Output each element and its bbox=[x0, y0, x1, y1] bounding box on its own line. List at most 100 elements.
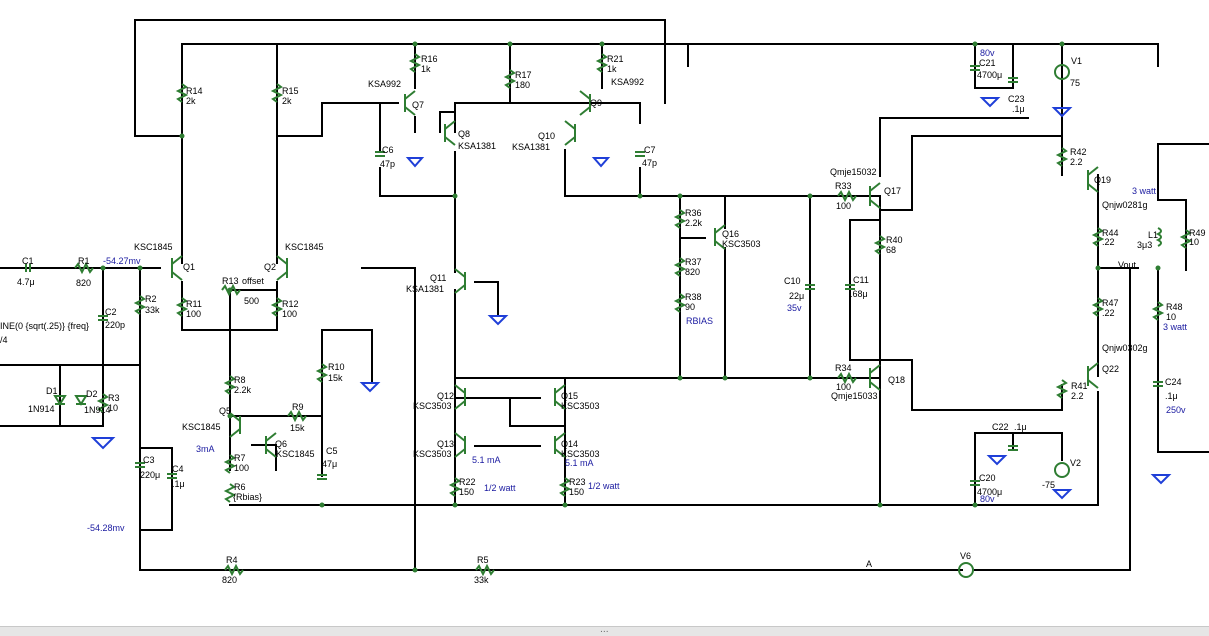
q17-model: Qmje15032 bbox=[830, 167, 877, 177]
r6-label: R6 bbox=[234, 482, 246, 492]
r11-label: R11 bbox=[186, 299, 202, 309]
c3-value: 220μ bbox=[140, 470, 160, 480]
c2-value: 220p bbox=[105, 320, 125, 330]
q11-label: Q11 bbox=[430, 273, 446, 283]
r34-value: 100 bbox=[836, 382, 851, 392]
r4-value: 820 bbox=[222, 575, 237, 585]
r21-label: R21 bbox=[607, 54, 624, 64]
r1-label: R1 bbox=[78, 256, 90, 266]
r36-label: R36 bbox=[685, 208, 702, 218]
q17-label: Q17 bbox=[884, 186, 901, 196]
r48-value: 10 bbox=[1166, 312, 1176, 322]
q9-model: KSA992 bbox=[611, 77, 644, 87]
q5-current-annotation: 3mA bbox=[196, 444, 215, 454]
r15-value: 2k bbox=[282, 96, 292, 106]
rbias-annotation: RBIAS bbox=[686, 316, 713, 326]
c11-label: C11 bbox=[853, 275, 869, 285]
c24-label: C24 bbox=[1165, 377, 1182, 387]
r17-label: R17 bbox=[515, 70, 532, 80]
r33-label: R33 bbox=[835, 181, 852, 191]
q22-label: Q22 bbox=[1102, 364, 1119, 374]
q19-label: Q19 bbox=[1094, 175, 1111, 185]
r22-value: 150 bbox=[459, 487, 474, 497]
c4-value: .1μ bbox=[172, 479, 185, 489]
r10-label: R10 bbox=[328, 362, 345, 372]
r40-label: R40 bbox=[886, 235, 903, 245]
q13-current-annotation: 5.1 mA bbox=[472, 455, 501, 465]
r48-power-annotation: 3 watt bbox=[1163, 322, 1188, 332]
c22-label: C22 bbox=[992, 422, 1009, 432]
source-annotation-2: /4 bbox=[0, 335, 8, 345]
r22-power-annotation: 1/2 watt bbox=[484, 483, 516, 493]
c6-value: 47p bbox=[380, 159, 395, 169]
r23-power-annotation: 1/2 watt bbox=[588, 481, 620, 491]
q6-model: KSC1845 bbox=[276, 449, 315, 459]
q19-model: Qnjw0281g bbox=[1102, 200, 1148, 210]
q18-model: Qmje15033 bbox=[831, 391, 878, 401]
r48-label: R48 bbox=[1166, 302, 1183, 312]
r23-value: 150 bbox=[569, 487, 584, 497]
source-annotation: INE(0 {sqrt(.25)} {freq} bbox=[0, 321, 89, 331]
q5-model: KSC1845 bbox=[182, 422, 221, 432]
r16-value: 1k bbox=[421, 64, 431, 74]
q6-label: Q6 bbox=[275, 439, 287, 449]
r21-value: 1k bbox=[607, 64, 617, 74]
q11-model: KSA1381 bbox=[406, 284, 444, 294]
vout-label: Vout bbox=[1118, 260, 1137, 270]
c20-value: 4700μ bbox=[977, 487, 1002, 497]
q8-label: Q8 bbox=[458, 129, 470, 139]
d1-label: D1 bbox=[46, 386, 58, 396]
r38-value: 90 bbox=[685, 302, 695, 312]
v1-label: V1 bbox=[1071, 56, 1082, 66]
r13-value: 500 bbox=[244, 296, 259, 306]
c23-label: C23 bbox=[1008, 94, 1025, 104]
labels: C1 4.7μ R1 820 -54.27mv C2 220p INE(0 {s… bbox=[0, 48, 1206, 585]
r49-power-annotation: 3 watt bbox=[1132, 186, 1157, 196]
node-a-label: A bbox=[866, 559, 872, 569]
r44-value: .22 bbox=[1102, 237, 1115, 247]
r41-label: R41 bbox=[1071, 381, 1088, 391]
q1-label: Q1 bbox=[183, 262, 195, 272]
q2-model: KSC1845 bbox=[285, 242, 324, 252]
r5-label: R5 bbox=[477, 555, 489, 565]
r38-label: R38 bbox=[685, 292, 702, 302]
r6-value: {Rbias} bbox=[233, 492, 262, 502]
r3-label: R3 bbox=[108, 393, 120, 403]
c20-label: C20 bbox=[979, 473, 996, 483]
q2-label: Q2 bbox=[264, 262, 276, 272]
q22-model: Qnjw0302g bbox=[1102, 343, 1148, 353]
q7-label: Q7 bbox=[412, 100, 424, 110]
component-symbols bbox=[25, 41, 1193, 578]
resize-grip[interactable]: ... bbox=[600, 625, 609, 635]
q14-label: Q14 bbox=[561, 439, 578, 449]
vfb-node-annotation: -54.28mv bbox=[87, 523, 125, 533]
c21-voltage: 80v bbox=[980, 48, 995, 58]
v2-label: V2 bbox=[1070, 458, 1081, 468]
r12-value: 100 bbox=[282, 309, 297, 319]
r5-value: 33k bbox=[474, 575, 489, 585]
r37-label: R37 bbox=[685, 257, 702, 267]
q15-model: KSC3503 bbox=[561, 401, 600, 411]
r44-label: R44 bbox=[1102, 228, 1119, 238]
c23-value: .1μ bbox=[1012, 104, 1025, 114]
vin-node-annotation: -54.27mv bbox=[103, 256, 141, 266]
c2-label: C2 bbox=[105, 307, 117, 317]
d2-label: D2 bbox=[86, 389, 98, 399]
q18-label: Q18 bbox=[888, 375, 905, 385]
q10-model: KSA1381 bbox=[512, 142, 550, 152]
q5-label: Q5 bbox=[219, 406, 231, 416]
c3-label: C3 bbox=[143, 455, 155, 465]
q14-current-annotation: 5.1 mA bbox=[565, 458, 594, 468]
l1-value: 3μ3 bbox=[1137, 240, 1152, 250]
c11-value: .68μ bbox=[850, 289, 868, 299]
c10-label: C10 bbox=[784, 276, 801, 286]
c5-label: C5 bbox=[326, 446, 338, 456]
r2-label: R2 bbox=[145, 294, 157, 304]
q10-label: Q10 bbox=[538, 131, 555, 141]
q1-model: KSC1845 bbox=[134, 242, 173, 252]
r47-value: .22 bbox=[1102, 308, 1115, 318]
q15-label: Q15 bbox=[561, 391, 578, 401]
q7-model: KSA992 bbox=[368, 79, 401, 89]
r23-label: R23 bbox=[569, 477, 586, 487]
c21-label: C21 bbox=[979, 58, 996, 68]
